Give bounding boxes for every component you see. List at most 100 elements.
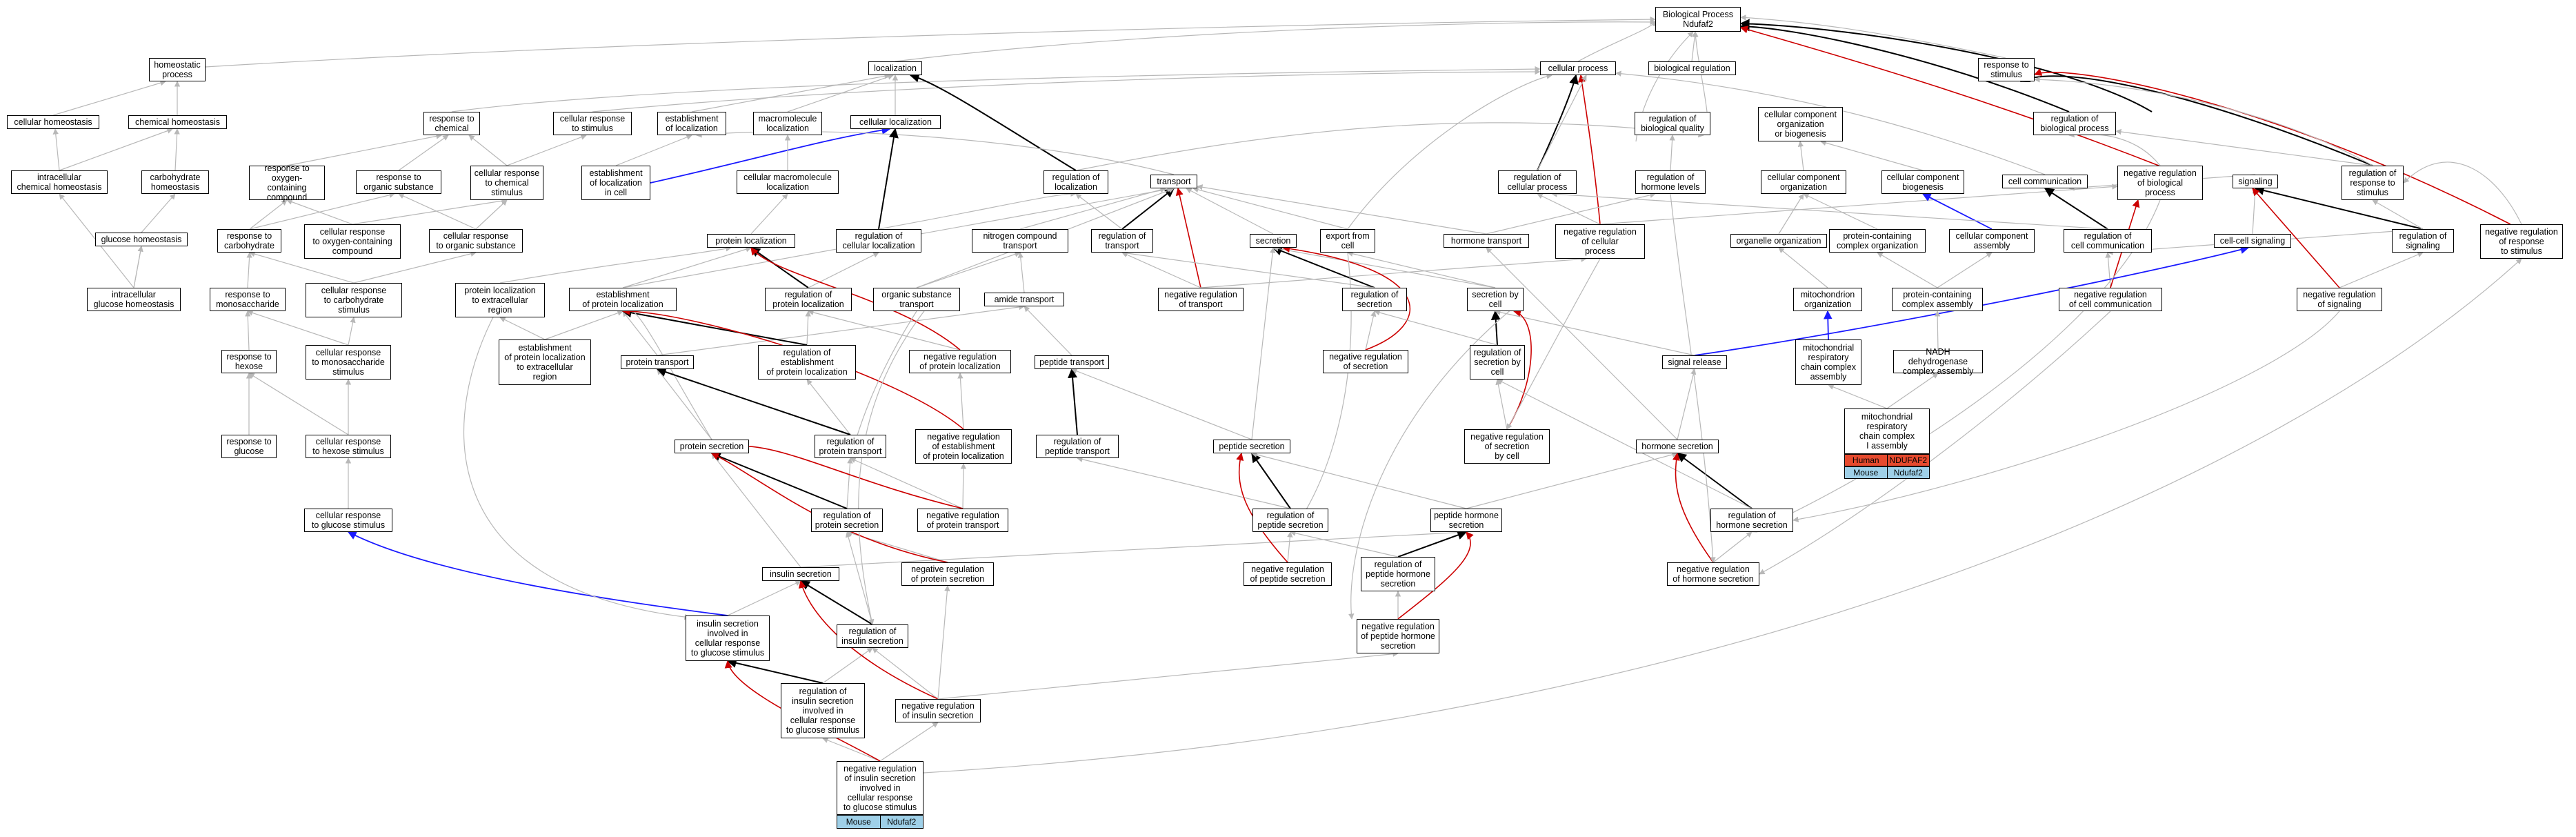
go-term-node[interactable]: protein-containing complex assembly [1892,288,1983,311]
go-term-node[interactable]: regulation of hormone secretion [1710,509,1793,532]
go-term-node[interactable]: negative regulation of peptide hormone s… [1357,619,1439,653]
go-term-node[interactable]: regulation of hormone levels [1635,170,1706,194]
go-term-node[interactable]: signaling [2233,175,2278,188]
go-term-node[interactable]: negative regulation of transport [1158,288,1244,311]
go-term-node[interactable]: cellular response to glucose stimulus [304,509,392,532]
go-term-node[interactable]: regulation of cell communication [2064,229,2152,253]
go-term-node[interactable]: homeostatic process [149,58,206,81]
go-term-node[interactable]: insulin secretion involved in cellular r… [686,616,770,661]
go-term-node[interactable]: negative regulation of secretion [1323,350,1408,373]
go-term-node[interactable]: establishment of localization [657,112,726,135]
go-term-node[interactable]: carbohydrate homeostasis [141,170,209,194]
go-term-node[interactable]: regulation of biological quality [1635,112,1710,135]
go-term-node[interactable]: regulation of signaling [2392,229,2454,253]
go-term-node[interactable]: response to monosaccharide [210,288,286,311]
go-term-node[interactable]: regulation of response to stimulus [2342,166,2404,200]
go-term-node[interactable]: intracellular chemical homeostasis [11,170,108,194]
go-term-node[interactable]: hormone secretion [1636,440,1719,453]
go-term-node[interactable]: peptide transport [1035,355,1109,369]
go-term-node[interactable]: regulation of peptide secretion [1252,509,1328,532]
go-term-node[interactable]: cellular component assembly [1949,229,2035,253]
go-term-node[interactable]: cellular component organization [1761,170,1846,194]
go-term-node[interactable]: response to chemical [423,112,480,135]
go-term-node[interactable]: mitochondrion organization [1793,288,1862,311]
go-term-node[interactable]: chemical homeostasis [128,115,227,129]
go-term-node[interactable]: regulation of protein localization [765,288,852,311]
go-term-node[interactable]: regulation of insulin secretion involved… [781,683,865,738]
go-term-node[interactable]: regulation of secretion by cell [1470,345,1525,380]
go-term-node[interactable]: cellular response to organic substance [429,229,523,253]
go-term-node[interactable]: negative regulation of insulin secretion… [837,761,923,815]
go-term-node[interactable]: regulation of protein transport [815,435,886,458]
go-term-node[interactable]: cellular localization [850,115,941,129]
go-term-node[interactable]: establishment of protein localization to… [499,339,591,385]
go-term-node[interactable]: regulation of secretion [1342,288,1407,311]
go-term-node[interactable]: response to carbohydrate [217,229,281,253]
go-term-node[interactable]: establishment of protein localization [569,288,677,311]
go-term-node[interactable]: regulation of biological process [2033,112,2116,135]
go-term-node[interactable]: cellular component organization or bioge… [1758,107,1843,141]
go-term-node[interactable]: NADH dehydrogenase complex assembly [1893,347,1983,376]
go-term-node[interactable]: negative regulation of hormone secretion [1667,562,1759,586]
go-term-node[interactable]: cellular component biogenesis [1881,170,1964,194]
go-term-node[interactable]: protein-containing complex organization [1829,229,1926,253]
go-term-node[interactable]: negative regulation of protein secretion [901,562,994,586]
go-term-node[interactable]: intracellular glucose homeostasis [87,288,181,311]
go-term-node[interactable]: transport [1150,175,1197,188]
go-term-node[interactable]: cellular homeostasis [7,115,99,129]
go-term-node[interactable]: cellular response to monosaccharide stim… [306,345,391,380]
go-term-node[interactable]: negative regulation of cellular process [1555,224,1645,259]
go-term-node[interactable]: negative regulation of signaling [2297,288,2382,311]
go-term-node[interactable]: response to organic substance [356,170,441,194]
go-term-node[interactable]: mitochondrial respiratory chain complex … [1844,408,1930,454]
go-term-node[interactable]: response to hexose [221,350,277,373]
go-term-node[interactable]: glucose homeostasis [95,233,188,246]
go-term-node[interactable]: organelle organization [1730,234,1827,248]
go-term-node[interactable]: regulation of peptide transport [1036,435,1119,458]
go-term-node[interactable]: protein localization [707,234,795,248]
go-term-node[interactable]: peptide secretion [1213,440,1290,453]
go-term-node[interactable]: insulin secretion [762,567,839,581]
go-term-node[interactable]: biological regulation [1648,61,1736,75]
go-term-node[interactable]: regulation of cellular process [1498,170,1577,194]
go-term-node[interactable]: regulation of localization [1044,170,1108,194]
go-term-node[interactable]: cellular process [1540,61,1616,75]
go-term-node[interactable]: peptide hormone secretion [1430,509,1502,532]
go-term-node[interactable]: response to glucose [221,435,277,458]
go-term-node[interactable]: negative regulation of establishment of … [915,429,1012,464]
go-term-node[interactable]: response to stimulus [1978,58,2035,81]
go-term-node[interactable]: negative regulation of biological proces… [2117,166,2203,200]
go-term-node[interactable]: protein secretion [675,440,749,453]
go-term-node[interactable]: regulation of cellular localization [836,229,921,253]
go-term-node[interactable]: cellular response to hexose stimulus [306,435,391,458]
go-term-node[interactable]: cellular macromolecule localization [737,170,839,194]
go-term-node[interactable]: nitrogen compound transport [972,229,1068,253]
go-term-node[interactable]: negative regulation of secretion by cell [1464,429,1550,464]
go-term-node[interactable]: amide transport [984,293,1064,306]
go-term-node[interactable]: establishment of localization in cell [581,166,650,200]
go-term-node[interactable]: macromolecule localization [753,112,822,135]
go-term-node[interactable]: regulation of insulin secretion [837,624,908,648]
go-term-node[interactable]: Biological Process Ndufaf2 [1655,7,1741,32]
go-term-node[interactable]: hormone transport [1444,234,1529,248]
go-term-node[interactable]: organic substance transport [873,288,960,311]
go-term-node[interactable]: negative regulation of insulin secretion [895,699,981,722]
go-term-node[interactable]: regulation of protein secretion [811,509,883,532]
go-term-node[interactable]: signal release [1662,355,1727,369]
go-term-node[interactable]: secretion by cell [1467,288,1524,311]
go-term-node[interactable]: cell-cell signaling [2214,234,2291,248]
go-term-node[interactable]: regulation of establishment of protein l… [758,345,856,380]
go-term-node[interactable]: negative regulation of protein localizat… [909,350,1011,373]
go-term-node[interactable]: cellular response to carbohydrate stimul… [306,283,402,317]
go-term-node[interactable]: mitochondrial respiratory chain complex … [1795,339,1861,385]
go-term-node[interactable]: localization [868,61,922,75]
go-term-node[interactable]: cell communication [2002,175,2088,188]
go-term-node[interactable]: protein localization to extracellular re… [455,283,545,317]
go-term-node[interactable]: regulation of peptide hormone secretion [1361,557,1435,591]
go-term-node[interactable]: negative regulation of cell communicatio… [2059,288,2162,311]
go-term-node[interactable]: export from cell [1320,229,1375,253]
go-term-node[interactable]: negative regulation of response to stimu… [2480,224,2563,259]
go-term-node[interactable]: negative regulation of protein transport [917,509,1008,532]
go-term-node[interactable]: negative regulation of peptide secretion [1244,562,1332,586]
go-term-node[interactable]: protein transport [621,355,694,369]
